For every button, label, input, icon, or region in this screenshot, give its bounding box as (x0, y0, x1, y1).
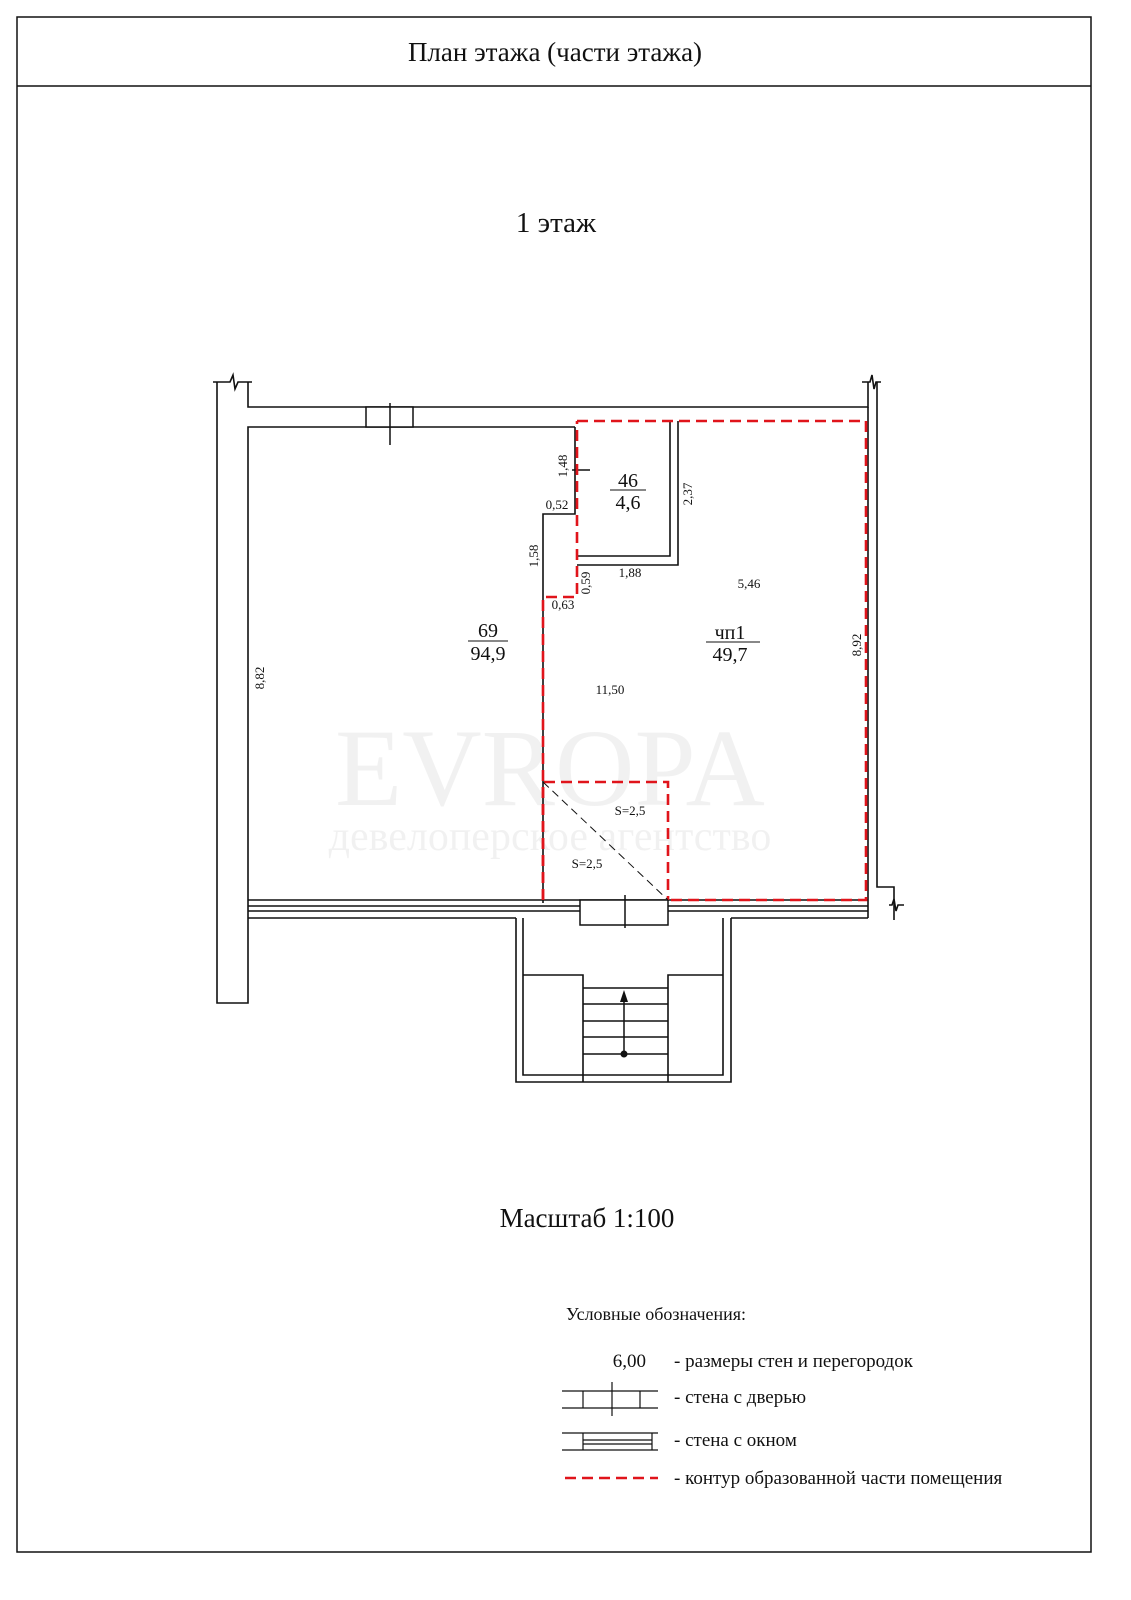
watermark-tagline: девелоперское агентство (329, 814, 772, 860)
legend-sample-dimension: 6,00 (613, 1351, 646, 1372)
scale-label: Масштаб 1:100 (500, 1203, 675, 1233)
room-chp1-label: чп1 49,7 (706, 622, 760, 666)
dim-237: 2,37 (680, 482, 695, 505)
door-top (365, 403, 414, 445)
dim-188: 1,88 (619, 565, 642, 580)
door-bottom (579, 895, 669, 928)
dim-right-wall: 8,92 (849, 634, 864, 657)
room-area: 94,9 (471, 643, 506, 665)
legend-title: Условные обозначения: (566, 1304, 746, 1324)
dim-148: 1,48 (555, 455, 570, 478)
legend-item-dimensions: - размеры стен и перегородок (674, 1351, 914, 1372)
split-diagonal (542, 781, 669, 901)
room-69-label: 69 94,9 (468, 620, 508, 665)
room-number: чп1 (715, 622, 746, 644)
room-46-label: 46 4,6 (610, 470, 646, 514)
dim-546: 5,46 (738, 576, 761, 591)
legend: Условные обозначения: 6,00 - размеры сте… (562, 1304, 1003, 1489)
dim-left-wall: 8,82 (252, 667, 267, 690)
dimensions: 8,82 8,92 1,48 0,52 1,58 0,59 0,63 1,88 … (252, 455, 864, 871)
split-area-upper: S=2,5 (615, 803, 646, 818)
sheet-frame (16, 16, 1092, 1553)
floor-label: 1 этаж (516, 207, 597, 239)
room-area: 4,6 (616, 492, 641, 514)
legend-item-contour: - контур образованной части помещения (674, 1468, 1003, 1489)
room-area: 49,7 (713, 644, 748, 666)
split-area-contour (541, 780, 670, 900)
legend-door-symbol (562, 1382, 658, 1416)
dim-158: 1,58 (526, 545, 541, 568)
stair-arrow (620, 990, 628, 1058)
sheet-title: План этажа (части этажа) (408, 37, 702, 67)
legend-item-door: - стена с дверью (674, 1387, 806, 1408)
dim-063: 0,63 (552, 597, 575, 612)
split-area-lower: S=2,5 (572, 856, 603, 871)
room-number: 69 (478, 620, 498, 642)
dim-059: 0,59 (578, 572, 593, 595)
legend-item-window: - стена с окном (674, 1430, 797, 1451)
watermark-brand: EVROPA (335, 707, 765, 829)
room-number: 46 (618, 470, 638, 492)
legend-window-symbol (562, 1432, 658, 1451)
dim-052: 0,52 (546, 497, 569, 512)
dim-1150: 11,50 (596, 682, 625, 697)
watermark: EVROPA девелоперское агентство (329, 707, 772, 860)
formed-part-contour (541, 419, 868, 902)
